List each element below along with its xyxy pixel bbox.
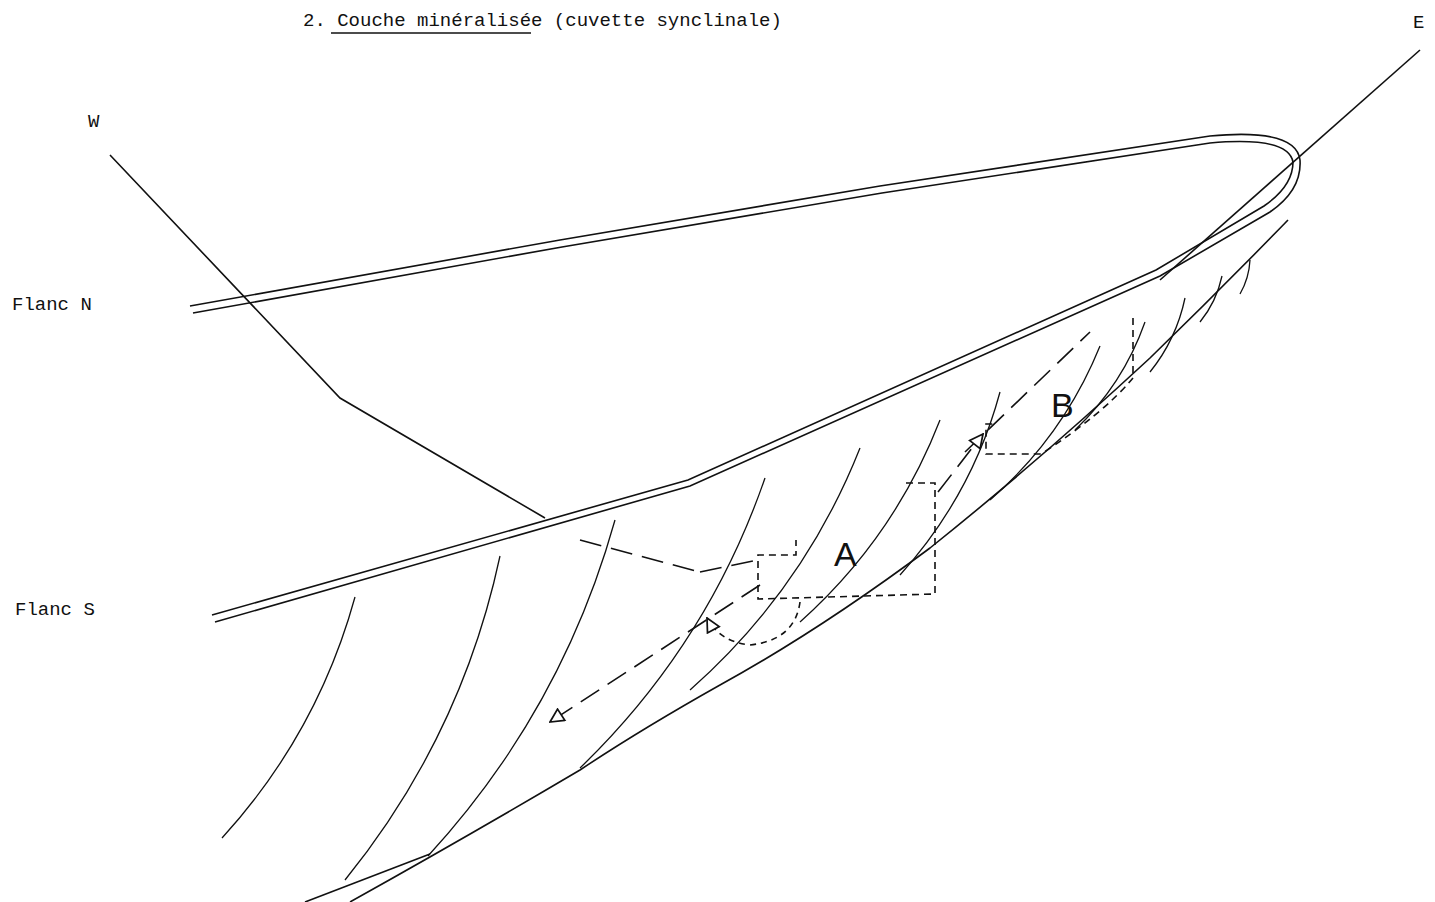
zone-letter: A: [834, 537, 857, 571]
hatch-line: [990, 346, 1100, 500]
movement-arrow: [938, 434, 983, 492]
label: Flanc S: [15, 601, 95, 620]
hatch-line: [1150, 298, 1185, 372]
syncline-outline: [110, 50, 1420, 902]
zone-border: [986, 318, 1133, 454]
hatch-line: [900, 392, 1000, 575]
hatch-line: [1240, 260, 1250, 294]
zone-letter: B: [1051, 388, 1074, 422]
zone-border: [758, 483, 935, 599]
hatch-line: [800, 420, 940, 622]
hatch-line: [428, 520, 615, 856]
ore-zone: B: [983, 316, 1139, 458]
hatch-line: [222, 597, 355, 838]
layer-hatching: [222, 260, 1250, 880]
movement-lines: [331, 33, 1090, 722]
label: E: [1413, 14, 1424, 33]
hatch-line: [690, 448, 860, 690]
ore-zone: A: [756, 482, 938, 602]
zone-outline: [983, 316, 1139, 458]
hatch-line: [1075, 322, 1145, 430]
figure-title: 2. Couche minéralisée (cuvette synclinal…: [303, 12, 782, 31]
label: Flanc N: [12, 296, 92, 315]
hatch-line: [580, 478, 765, 768]
hatch-line: [345, 556, 500, 880]
label: W: [88, 113, 99, 132]
hatch-line: [1200, 276, 1222, 322]
